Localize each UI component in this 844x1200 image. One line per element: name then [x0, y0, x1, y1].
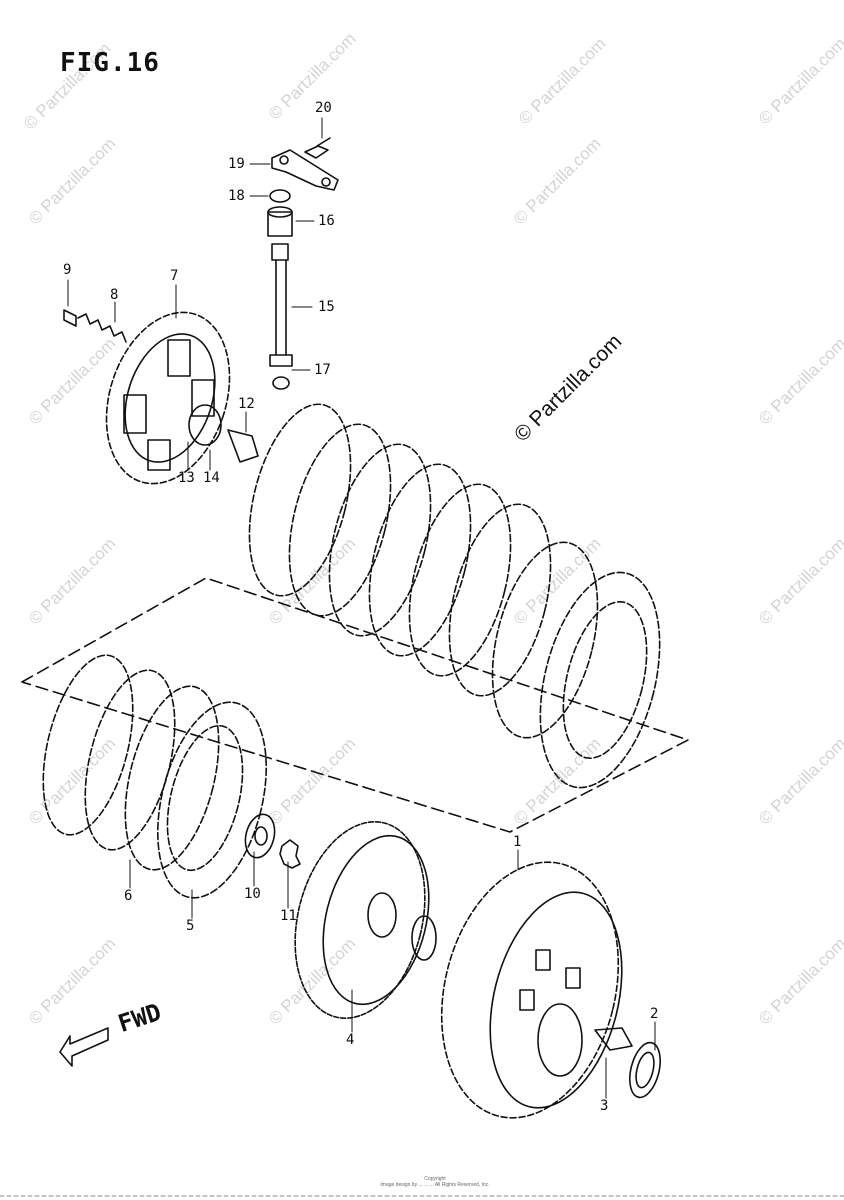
lower-plate-stack — [42, 654, 268, 899]
figure-title: FIG.16 — [60, 48, 160, 78]
callout-14: 14 — [203, 470, 220, 486]
callout-16: 16 — [318, 213, 335, 229]
callout-9: 9 — [63, 262, 72, 278]
callout-8: 8 — [110, 287, 119, 303]
clutch-plate-stack — [248, 403, 661, 789]
callout-12: 12 — [238, 396, 255, 412]
callout-7: 7 — [170, 268, 179, 284]
clutch-hub — [294, 821, 437, 1019]
leader-lines — [67, 117, 656, 1099]
callout-19: 19 — [228, 156, 245, 172]
washer-10 — [244, 813, 276, 859]
callout-1: 1 — [513, 834, 522, 850]
footer-copyright: Copyright Image design by ... ... ... Al… — [360, 1176, 510, 1188]
callout-3: 3 — [600, 1098, 609, 1114]
plate-set-outline — [21, 577, 689, 833]
callout-6: 6 — [124, 888, 133, 904]
fwd-arrow — [59, 1027, 109, 1067]
footer-line-1: Copyright — [424, 1176, 446, 1182]
release-arm-assembly — [267, 137, 339, 390]
callout-5: 5 — [186, 918, 195, 934]
pressure-plate — [63, 309, 259, 485]
washer-11 — [279, 839, 301, 869]
callout-13: 13 — [178, 470, 195, 486]
callout-17: 17 — [314, 362, 331, 378]
callout-4: 4 — [346, 1032, 355, 1048]
footer-line-2: Image design by ... ... ... All Rights R… — [380, 1182, 490, 1188]
callout-15: 15 — [318, 299, 335, 315]
clutch-housing — [440, 861, 661, 1119]
callout-2: 2 — [650, 1006, 659, 1022]
callout-10: 10 — [244, 886, 261, 902]
callout-20: 20 — [315, 100, 332, 116]
callout-11: 11 — [280, 908, 297, 924]
callout-18: 18 — [228, 188, 245, 204]
